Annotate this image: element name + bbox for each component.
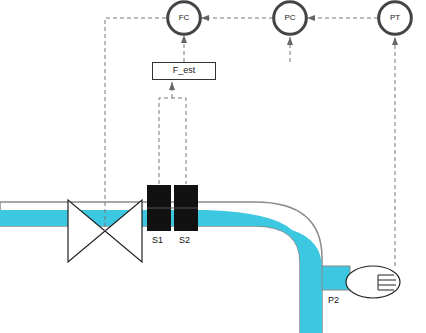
circle-outline [274, 2, 307, 35]
node-label: F_est [173, 66, 196, 76]
part-label: S1 [151, 236, 164, 246]
estimator-box: F_est [152, 62, 216, 80]
pump-symbol [378, 275, 396, 290]
signal-line [105, 18, 166, 231]
signal-line [172, 82, 173, 98]
node-label: FC [179, 14, 190, 23]
signal-arrow [307, 18, 378, 19]
signal-arrow [184, 35, 185, 62]
part-label: P2 [327, 296, 340, 306]
pump-symbol [346, 266, 400, 298]
transmitter-circle: PT [378, 1, 412, 35]
signal-line [159, 98, 186, 184]
node-label: PC [284, 14, 295, 23]
controller-circle: PC [273, 1, 307, 35]
circle-outline [379, 2, 412, 35]
branch-pipe [322, 266, 350, 290]
part-label: S2 [178, 236, 191, 246]
signal-line [395, 37, 396, 266]
sensor-seam [147, 208, 198, 209]
signal-line [290, 37, 291, 62]
node-label: PT [390, 14, 400, 23]
controller-circle: FC [167, 1, 201, 35]
signal-arrow [201, 18, 273, 19]
circle-outline [168, 2, 201, 35]
